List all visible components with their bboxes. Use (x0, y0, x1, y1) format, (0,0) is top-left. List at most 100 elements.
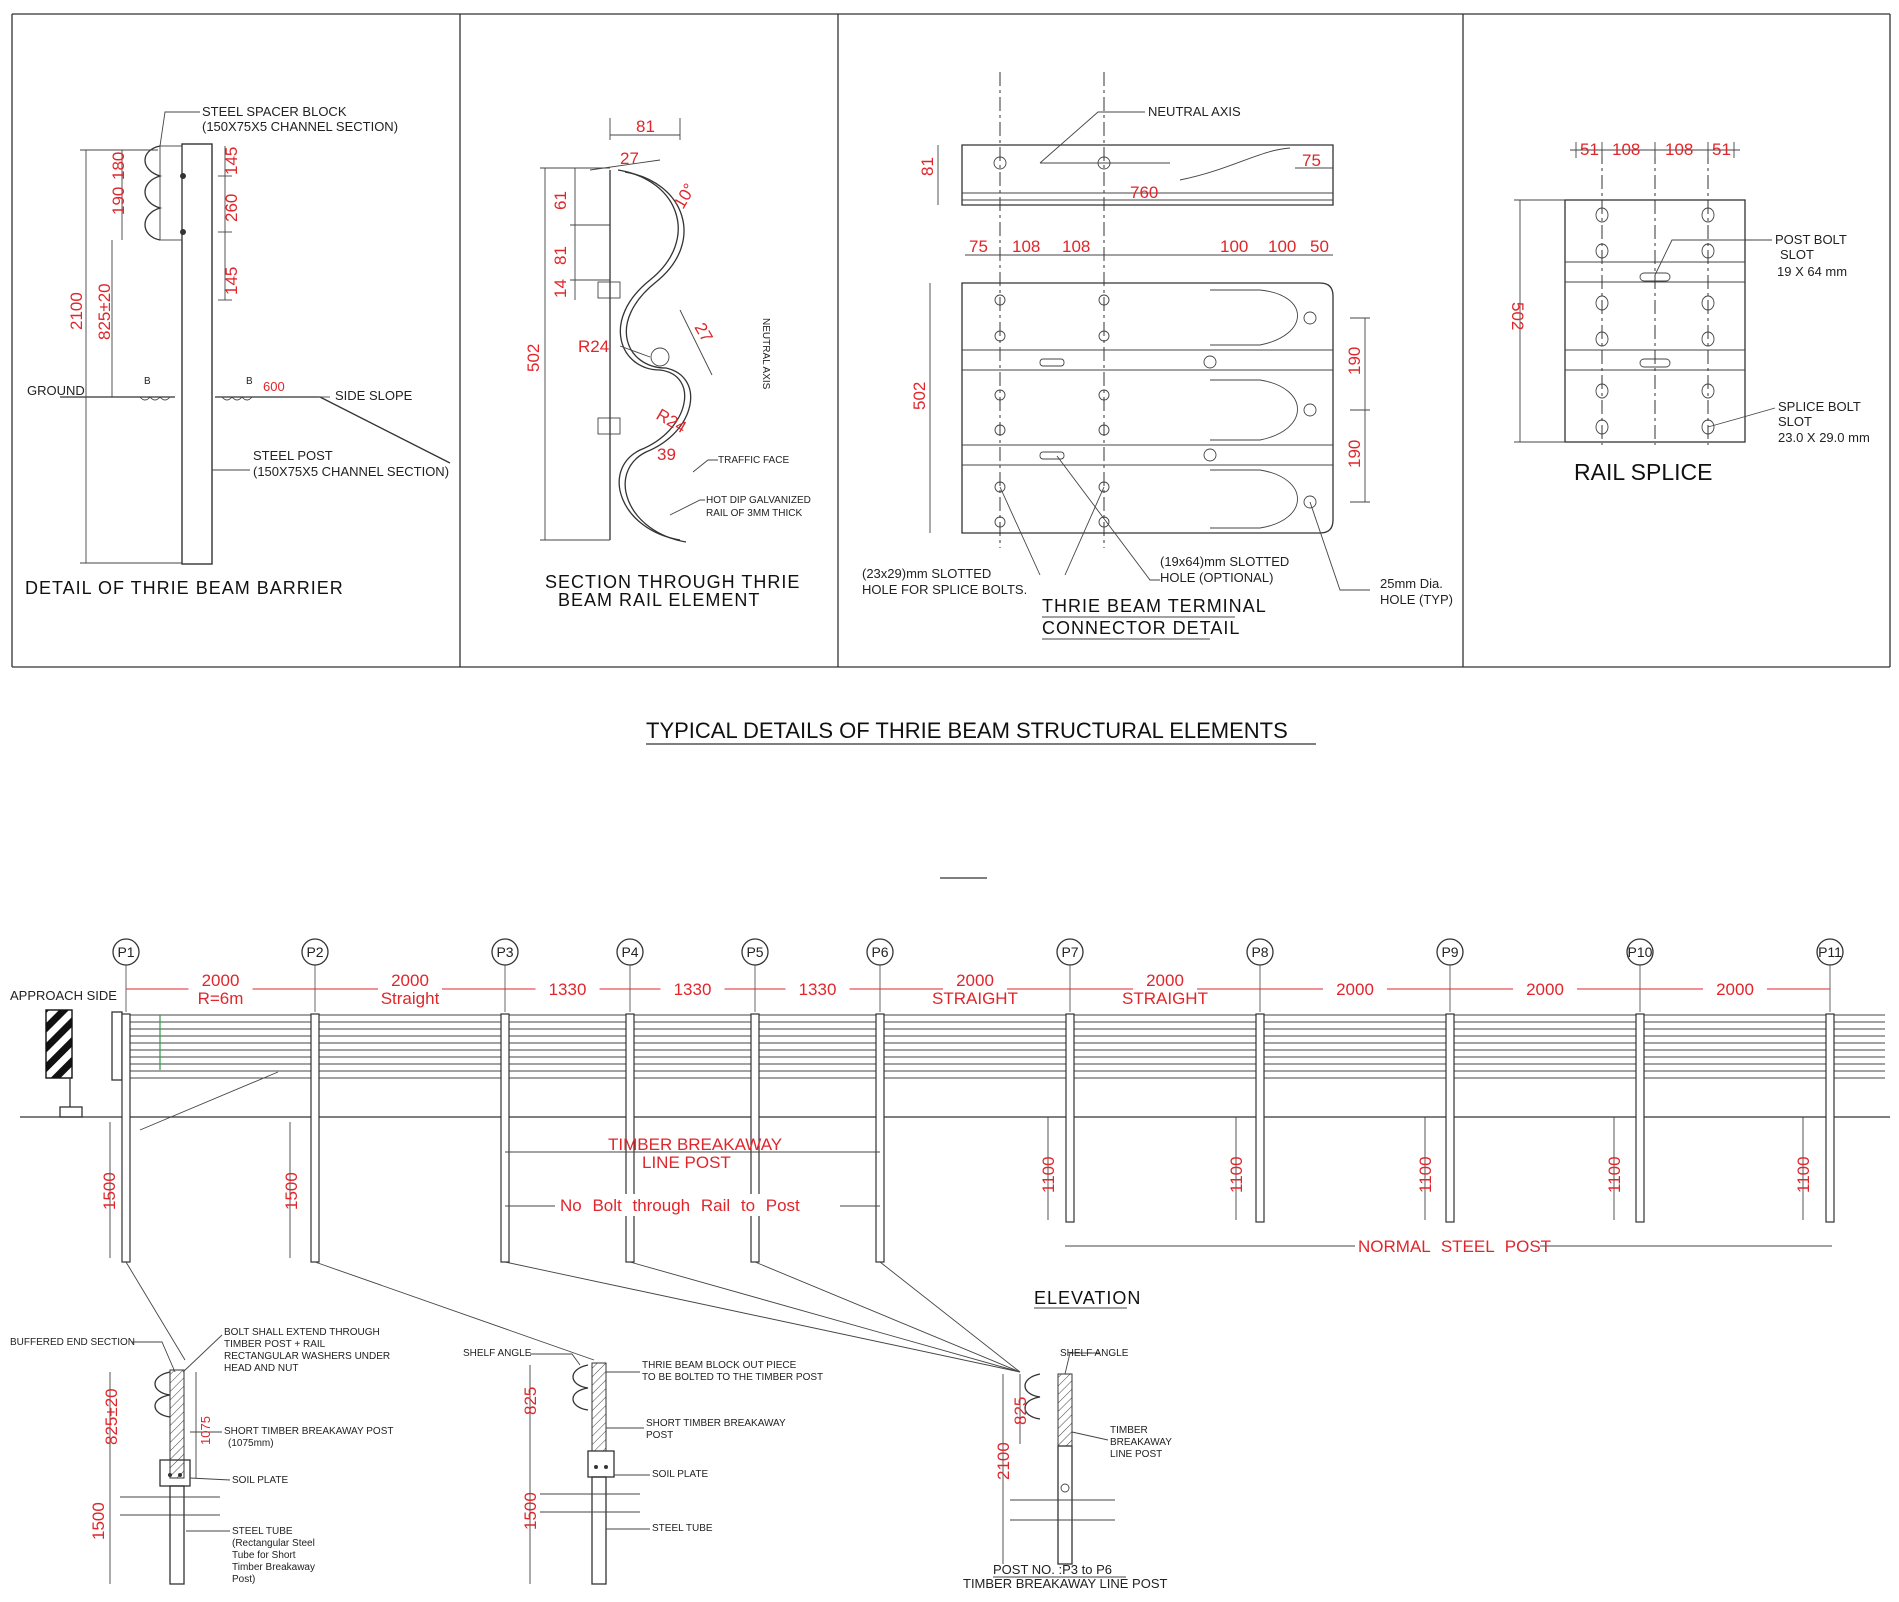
post-bubble-p9 (1436, 938, 1464, 966)
detail-buffered-end: BUFFERED END SECTION BOLT SHALL EXTEND T… (10, 1327, 393, 1585)
dim-75-top-view: 75 (1302, 151, 1321, 170)
timber-post-note-3: LINE POST (1110, 1449, 1162, 1460)
post-bolt-slot (1639, 272, 1671, 282)
blockout-note-1: THRIE BEAM BLOCK OUT PIECE (642, 1360, 797, 1371)
no-bolt-label: No Bolt through Rail to Post (560, 1196, 800, 1215)
dim-27-top: 27 (620, 149, 639, 168)
bolt-note-1: BOLT SHALL EXTEND THROUGH (224, 1327, 380, 1338)
dim-2100: 2100 (67, 292, 86, 330)
post-id-p7: P7 (1061, 944, 1078, 960)
neutral-axis-label-3: NEUTRAL AXIS (1148, 104, 1241, 119)
tube-note-3: Tube for Short (232, 1550, 296, 1561)
post-bolt-label-3: 19 X 64 mm (1777, 264, 1847, 279)
post-bolt-label-2: SLOT (1780, 247, 1814, 262)
panel-terminal-connector: NEUTRAL AXIS 81 75 760 75 108 108 100 10… (862, 72, 1453, 640)
normal-post-label: NORMAL STEEL POST (1358, 1237, 1551, 1256)
post-bubble-p8 (1246, 938, 1274, 966)
post-label-2: (150X75X5 CHANNEL SECTION) (253, 464, 449, 479)
shelf-angle-b: SHELF ANGLE (463, 1348, 532, 1359)
dim-10-deg: 10° (670, 180, 699, 212)
panel2-title-1: SECTION THROUGH THRIE (545, 572, 800, 592)
dim-75-plate: 75 (969, 237, 988, 256)
post-bubble-p10 (1626, 938, 1654, 966)
section-mark-right: B (246, 376, 253, 387)
detail-line-post: SHELF ANGLE TIMBER BREAKAWAY LINE POST 8… (963, 1348, 1172, 1591)
soil-plate-b: SOIL PLATE (652, 1469, 708, 1480)
tube-note-2: (Rectangular Steel (232, 1538, 315, 1549)
dim-108-a: 108 (1012, 237, 1040, 256)
blockout-note-2: TO BE BOLTED TO THE TIMBER POST (642, 1372, 823, 1383)
dim-502-splice: 502 (1508, 302, 1527, 330)
post-id-p11: P11 (1818, 944, 1842, 960)
embed-p10: 1100 (1605, 1156, 1624, 1193)
dim-81-top: 81 (636, 117, 655, 136)
bolt-note-2: TIMBER POST + RAIL (224, 1339, 326, 1350)
galvanized-label-1: HOT DIP GALVANIZED (706, 495, 811, 506)
timber-label-1: TIMBER BREAKAWAY (608, 1135, 782, 1154)
post-id-p8: P8 (1251, 944, 1268, 960)
dim-100-b: 100 (1268, 237, 1296, 256)
elevation-post-p6 (875, 1013, 885, 1263)
steel-tube-b: STEEL TUBE (652, 1523, 713, 1534)
spacing-note-1: R=6m (198, 989, 244, 1008)
timber-label-2: LINE POST (642, 1153, 731, 1172)
elevation-post-p7 (1065, 1013, 1075, 1223)
thrie-beam-profile (144, 145, 163, 241)
bolt-note-4: HEAD AND NUT (224, 1363, 298, 1374)
main-title-group: TYPICAL DETAILS OF THRIE BEAM STRUCTURAL… (646, 718, 1316, 879)
spacing-dim-3: 1330 (549, 980, 587, 999)
detail-a-1500: 1500 (89, 1502, 108, 1540)
spacing-dim-9: 2000 (1526, 980, 1564, 999)
dim-825: 825±20 (95, 283, 114, 340)
splice-bolt-label-2: SLOT (1778, 414, 1812, 429)
main-title: TYPICAL DETAILS OF THRIE BEAM STRUCTURAL… (646, 718, 1288, 743)
dim-50: 50 (1310, 237, 1329, 256)
hazard-marker (45, 1009, 73, 1079)
dim-27-diagonal: 27 (691, 320, 717, 346)
panel4-title: RAIL SPLICE (1574, 459, 1712, 485)
dim-145-top: 145 (222, 147, 241, 175)
embed-p9: 1100 (1416, 1156, 1435, 1193)
panel3-title-1: THRIE BEAM TERMINAL (1042, 596, 1267, 616)
short-timber-note-1: SHORT TIMBER BREAKAWAY (646, 1418, 786, 1429)
detail-short-timber: SHELF ANGLE THRIE BEAM BLOCK OUT PIECE T… (463, 1348, 823, 1585)
spacer-label-2: (150X75X5 CHANNEL SECTION) (202, 119, 398, 134)
elevation-post-p1 (121, 1013, 131, 1263)
section-mark-left: B (144, 376, 151, 387)
spacing-dim-4: 1330 (674, 980, 712, 999)
approach-side-label: APPROACH SIDE (10, 988, 117, 1003)
dim-51-right: 51 (1712, 140, 1731, 159)
post-id-p1: P1 (117, 944, 134, 960)
post-id-p9: P9 (1441, 944, 1458, 960)
tube-note-5: Post) (232, 1574, 255, 1585)
post-id-p10: P10 (1628, 944, 1653, 960)
elevation-title: ELEVATION (1034, 1288, 1141, 1308)
galvanized-label-2: RAIL OF 3MM THICK (706, 508, 802, 519)
panel2-title-2: BEAM RAIL ELEMENT (558, 590, 760, 610)
panel3-title-2: CONNECTOR DETAIL (1042, 618, 1240, 638)
detail-c-825: 825 (1011, 1397, 1030, 1425)
tube-note-4: Timber Breakaway (232, 1562, 315, 1573)
neutral-axis-label: NEUTRAL AXIS (760, 318, 771, 390)
thrie-rail-profile (617, 169, 686, 541)
shelf-angle-c: SHELF ANGLE (1060, 1348, 1129, 1359)
post-bubble-p3 (491, 938, 519, 966)
dim-190-a: 190 (1345, 347, 1364, 375)
soil-plate-a: SOIL PLATE (232, 1475, 288, 1486)
embed-p8: 1100 (1227, 1156, 1246, 1193)
top-panel-frame (11, 13, 1891, 668)
spacing-dim-7: 2000 (1146, 971, 1184, 990)
dim-190: 190 (109, 187, 128, 215)
spacer-label-1: STEEL SPACER BLOCK (202, 104, 347, 119)
post-id-p5: P5 (746, 944, 763, 960)
dim-100-a: 100 (1220, 237, 1248, 256)
spacing-note-2: Straight (381, 989, 440, 1008)
dim-r24-upper: R24 (578, 337, 609, 356)
side-slope-line (319, 396, 451, 464)
panel-thrie-beam-barrier: STEEL SPACER BLOCK (150X75X5 CHANNEL SEC… (25, 104, 451, 598)
dim-145-bottom: 145 (222, 267, 241, 295)
dim-190-b: 190 (1345, 440, 1364, 468)
post-bolt-label-1: POST BOLT (1775, 232, 1847, 247)
